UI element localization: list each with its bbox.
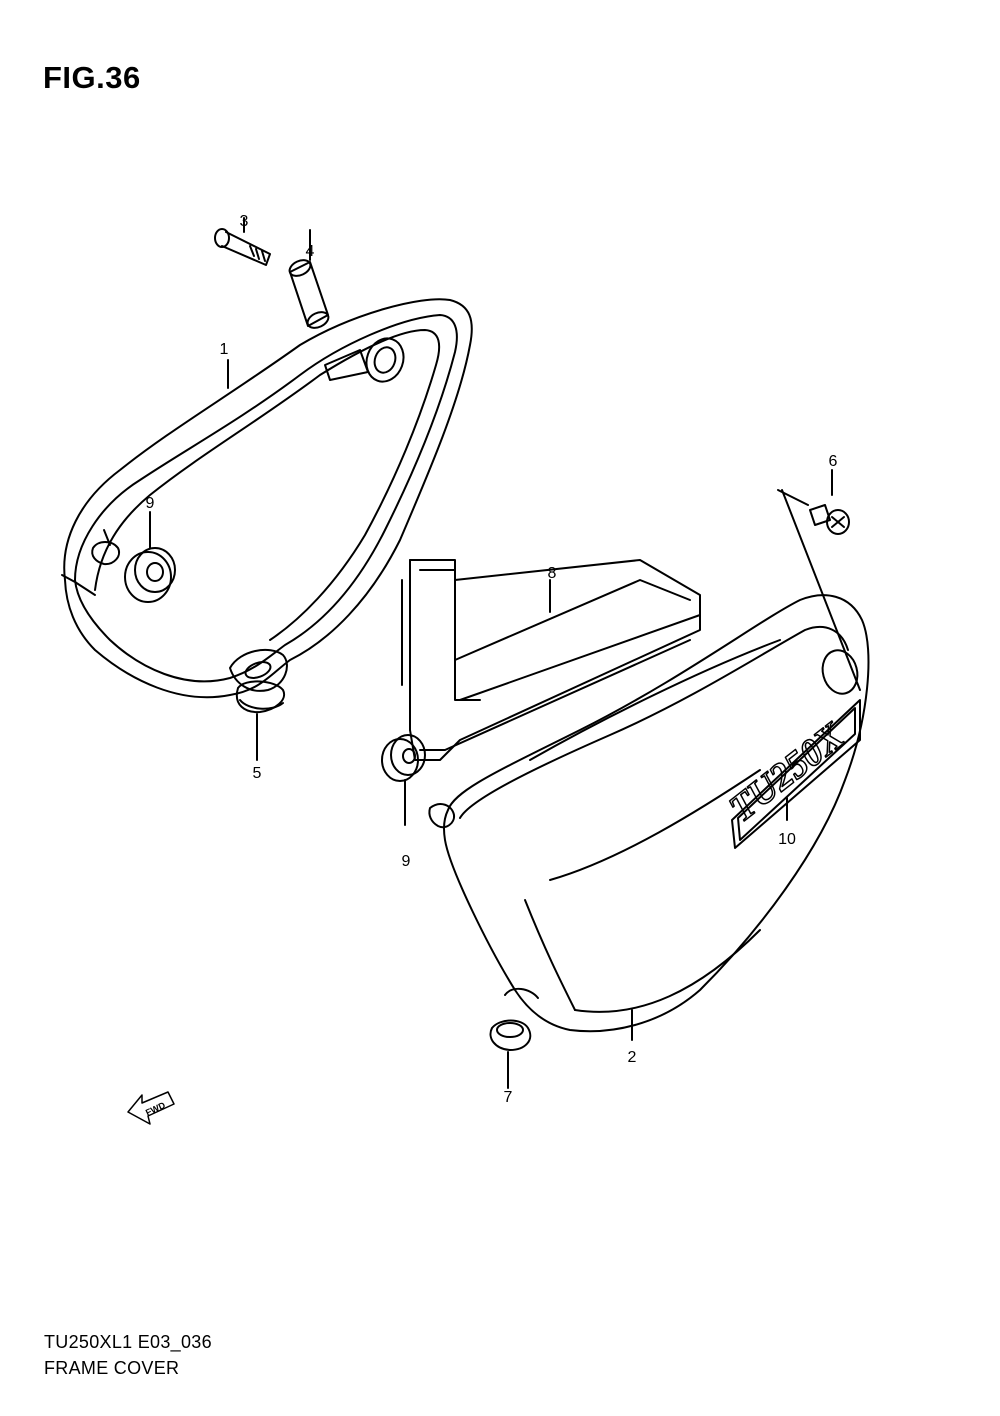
callout-3: 3 xyxy=(240,213,249,230)
diagram-name: FRAME COVER xyxy=(44,1358,180,1378)
fwd-label: FWD xyxy=(144,1100,167,1118)
emblem-part-10: TU250X xyxy=(721,699,861,849)
figure-title: FIG.36 xyxy=(43,60,141,95)
left-frame-cover xyxy=(61,298,473,699)
bolt-part-3 xyxy=(214,217,271,266)
callout-7: 7 xyxy=(504,1089,513,1106)
damper-part-9-right xyxy=(381,734,426,826)
fwd-arrow-icon: FWD xyxy=(127,1091,175,1125)
grommet-part-5 xyxy=(235,680,286,761)
damper-part-9-left xyxy=(124,511,176,603)
collar-part-4 xyxy=(288,229,330,329)
screw-part-6 xyxy=(777,469,861,691)
diagram-code: TU250XL1 E03_036 xyxy=(44,1332,212,1352)
callout-4: 4 xyxy=(306,243,315,260)
callout-8: 8 xyxy=(548,565,557,582)
callout-2: 2 xyxy=(628,1049,637,1066)
cushion-pad-part-8 xyxy=(401,559,701,761)
callout-9-left: 9 xyxy=(146,495,155,512)
callout-10: 10 xyxy=(778,831,796,848)
callout-9-right: 9 xyxy=(402,853,411,870)
grommet-part-7 xyxy=(489,1019,532,1089)
callout-5: 5 xyxy=(253,765,262,782)
callout-6: 6 xyxy=(829,453,838,470)
right-frame-cover xyxy=(428,594,870,1033)
callout-1: 1 xyxy=(220,341,229,358)
